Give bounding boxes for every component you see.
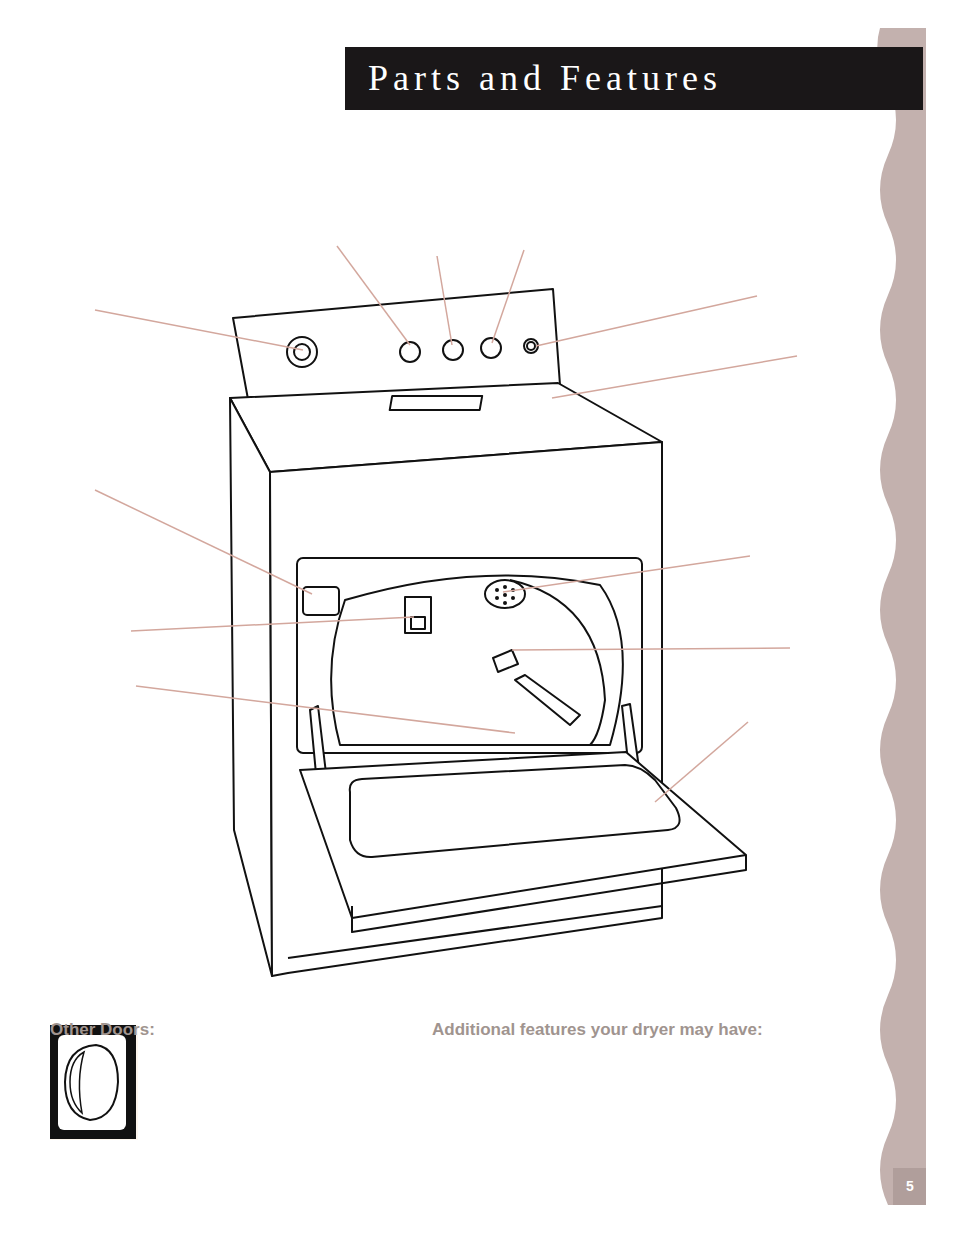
door-edge <box>352 855 746 932</box>
section-label: Additional features your dryer may have: <box>432 1020 763 1040</box>
door-opening <box>297 558 642 753</box>
dryer <box>230 289 746 976</box>
page-title: Parts and Features <box>368 54 722 102</box>
title-bar <box>345 47 923 110</box>
door-panel <box>350 765 680 857</box>
push-button <box>524 339 538 353</box>
top-panel <box>390 396 482 410</box>
drum-back <box>331 575 623 745</box>
other-door-icon <box>50 1025 138 1140</box>
page-number: 5 <box>898 1178 922 1194</box>
exhaust-vent <box>485 580 525 608</box>
leader-lines <box>95 246 797 802</box>
drum-rim <box>510 580 605 745</box>
cycle-dial-center <box>294 344 310 360</box>
cycle-dial <box>287 337 317 367</box>
model-plate <box>303 587 339 615</box>
base-line <box>288 906 662 958</box>
knob <box>481 338 501 358</box>
section-label: Other Doors: <box>50 1020 155 1040</box>
knob <box>443 340 463 360</box>
cabinet-side <box>230 398 272 976</box>
side-strip <box>877 28 926 1205</box>
sensor-strip <box>493 650 518 672</box>
lint-screen <box>405 597 431 633</box>
door <box>300 752 746 918</box>
push-button-ring <box>527 342 535 350</box>
lint-screen-slot <box>411 617 425 629</box>
baffle <box>515 675 580 725</box>
page-number-box <box>893 1168 926 1205</box>
